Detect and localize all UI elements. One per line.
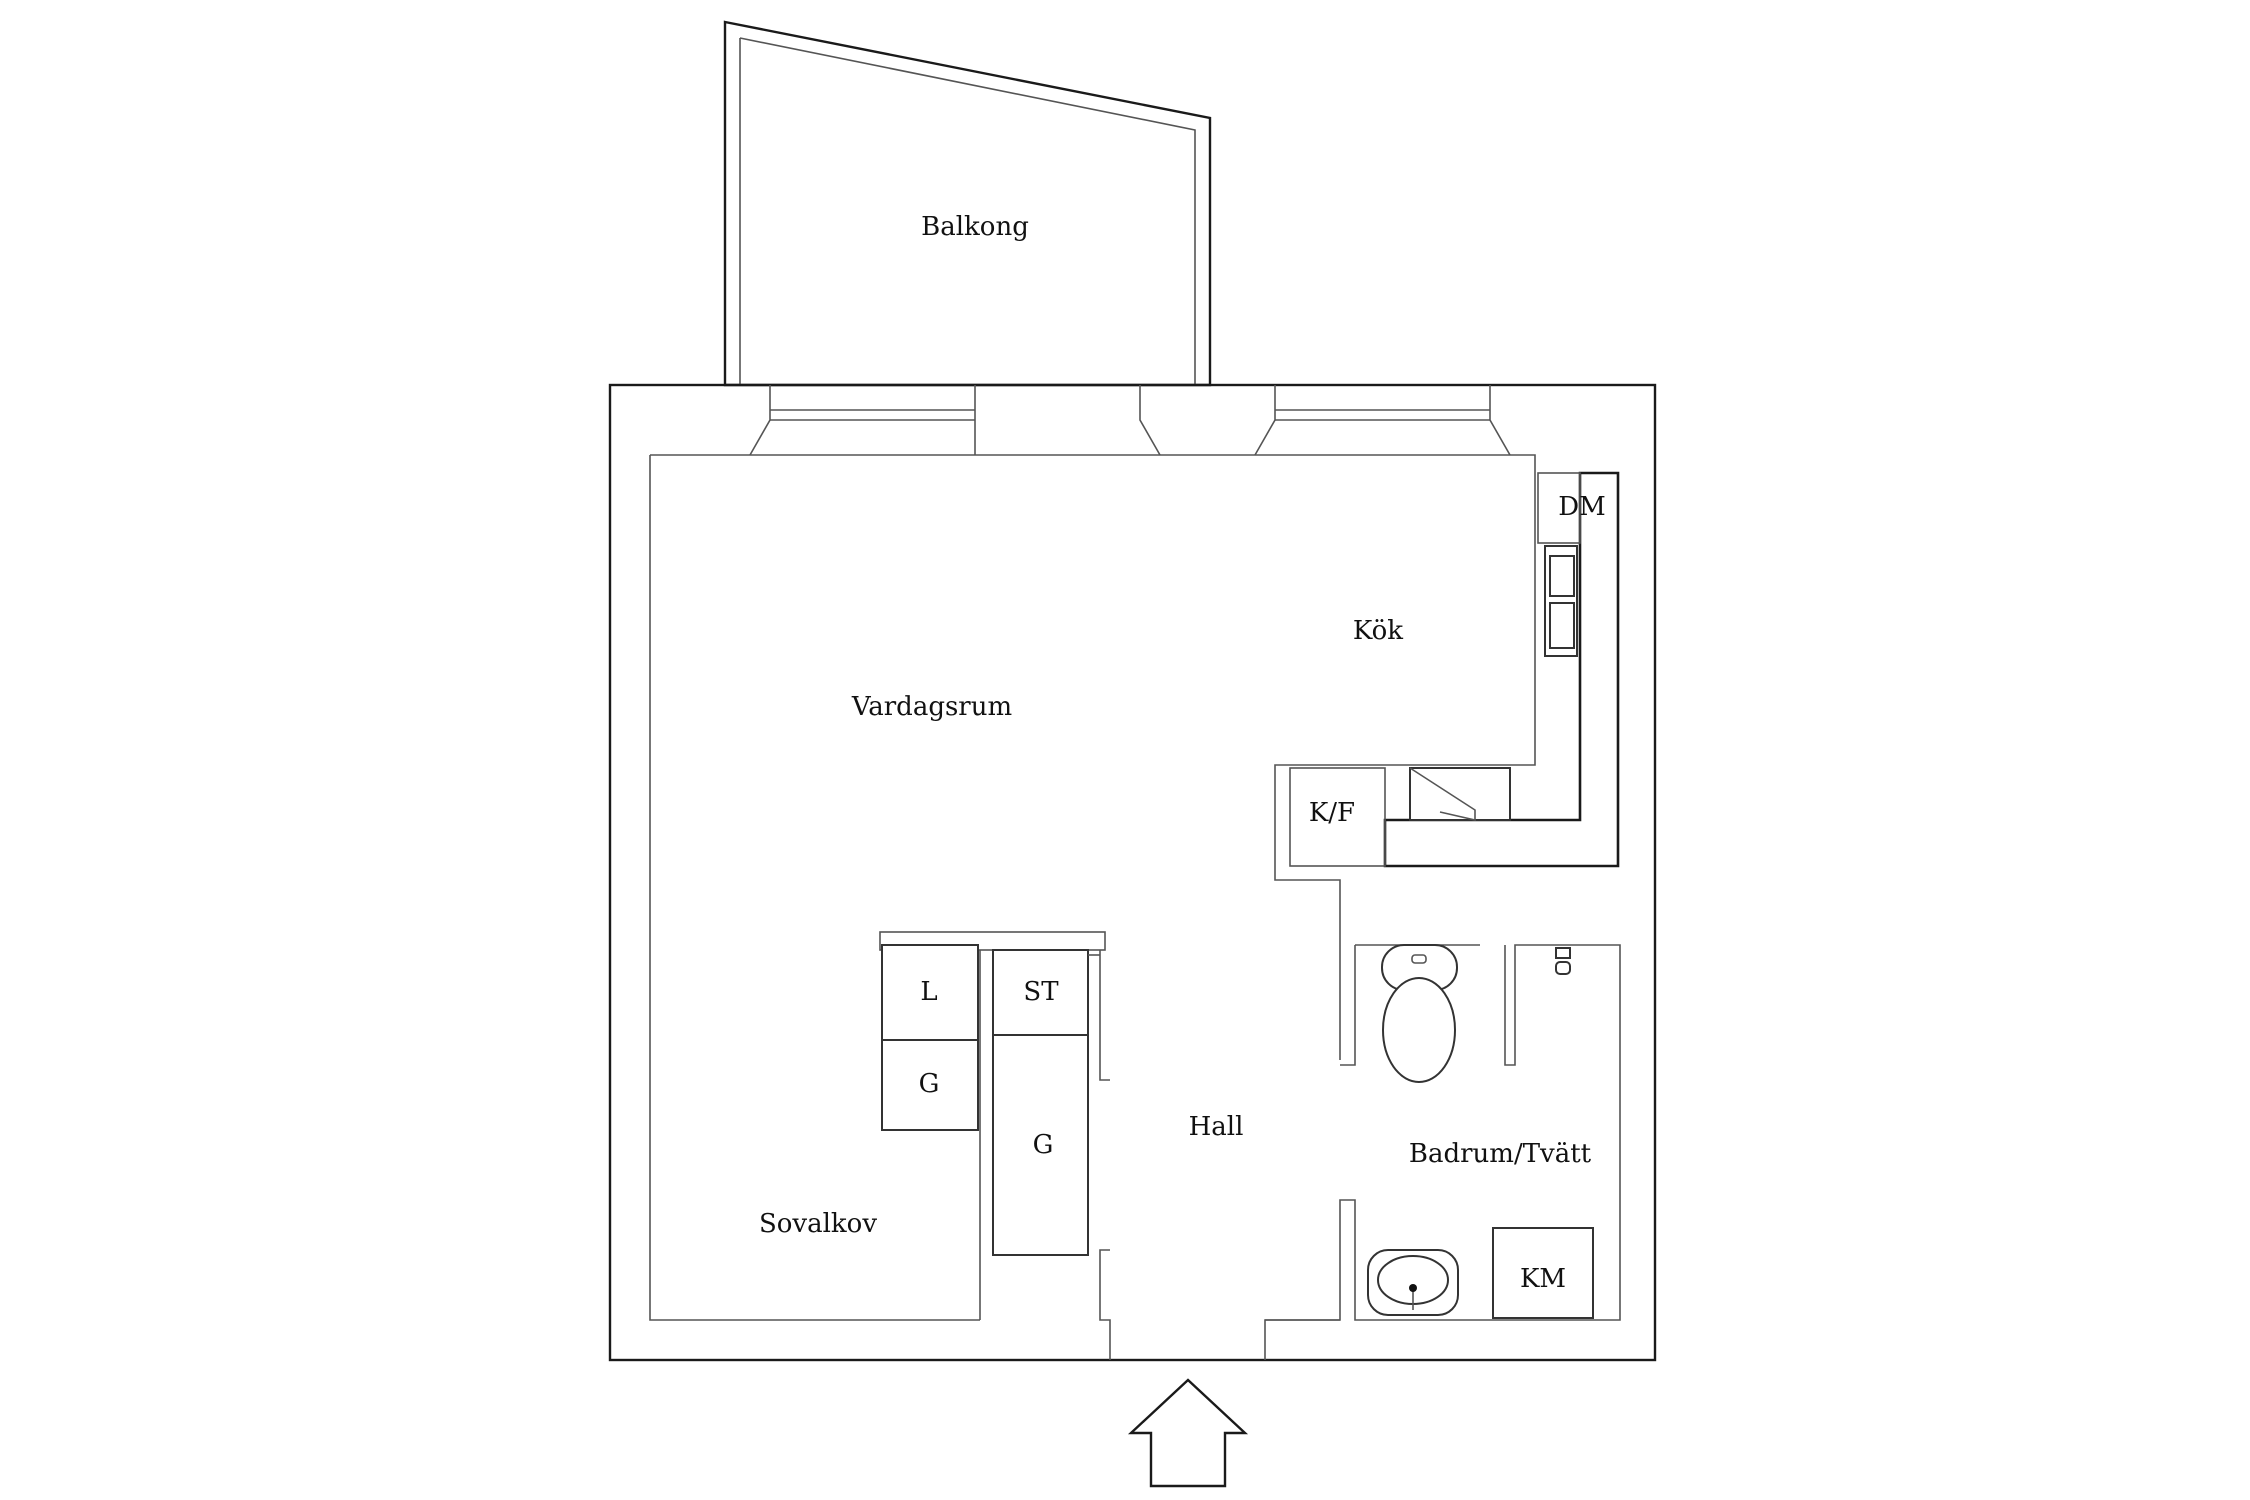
label-wardrobe-2: G	[1033, 1130, 1054, 1160]
label-dishwasher: DM	[1558, 492, 1605, 522]
label-fridge-freezer: K/F	[1309, 798, 1355, 828]
outer-walls	[608, 383, 1657, 1362]
label-bathroom: Badrum/Tvätt	[1409, 1139, 1592, 1169]
balcony-outline	[723, 20, 1212, 387]
label-kitchen: Kök	[1353, 616, 1403, 646]
label-storage: ST	[1023, 977, 1059, 1007]
stove-icon	[1409, 767, 1511, 821]
washbasin-icon	[1367, 1249, 1459, 1316]
shower-icon	[1555, 947, 1571, 975]
label-linen: L	[920, 977, 937, 1007]
label-hall: Hall	[1189, 1112, 1244, 1142]
label-washing-machine: KM	[1520, 1264, 1566, 1294]
wardrobes	[879, 931, 1106, 1256]
inner-walls	[649, 385, 1621, 1360]
label-balcony: Balkong	[921, 212, 1029, 242]
washing-machine	[1492, 1227, 1594, 1319]
label-wardrobe-1: G	[919, 1069, 940, 1099]
label-living-room: Vardagsrum	[851, 692, 1012, 722]
toilet-icon	[1381, 944, 1458, 1083]
kitchen-counter	[1289, 471, 1620, 868]
label-bedroom-alcove: Sovalkov	[759, 1209, 877, 1239]
entrance-arrow-icon	[1127, 1378, 1249, 1488]
